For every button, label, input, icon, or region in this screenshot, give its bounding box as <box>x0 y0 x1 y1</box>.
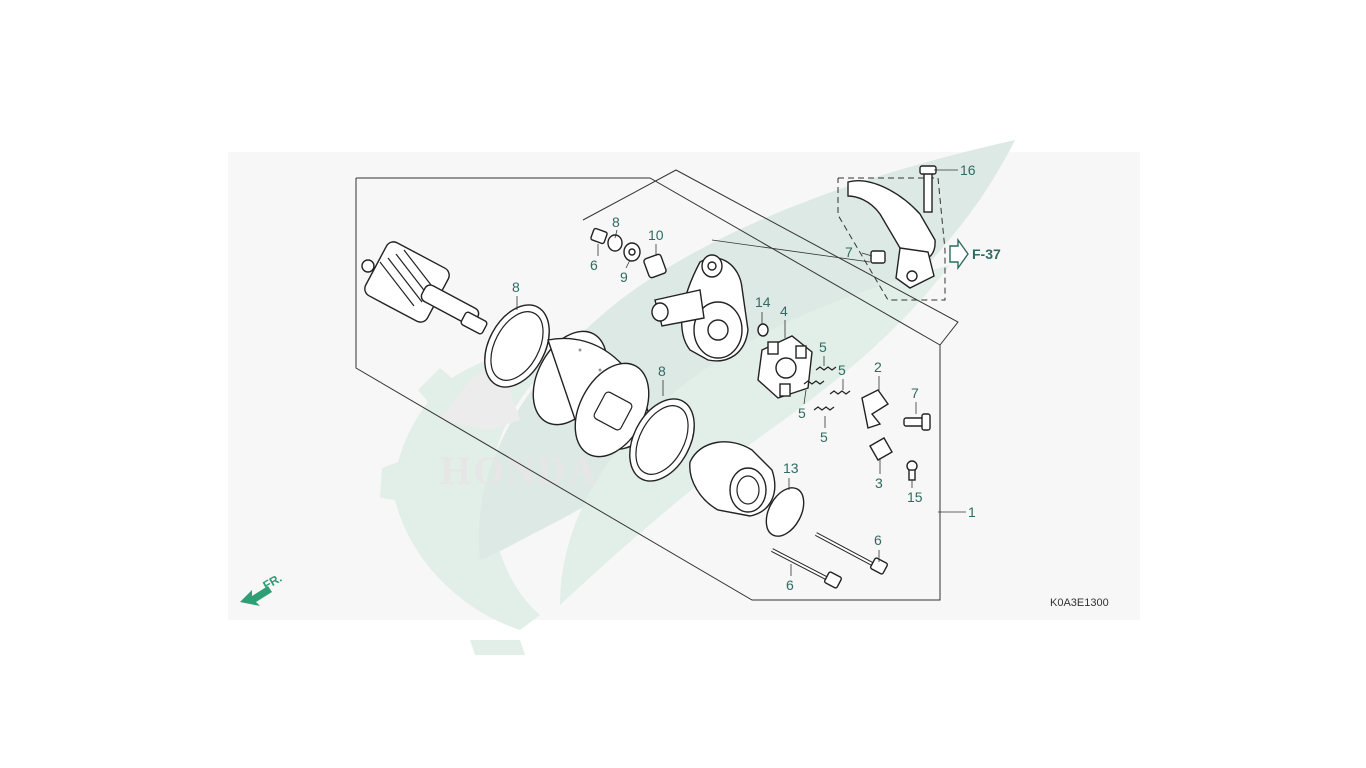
callout-labels: 16 8 10 6 9 7 8 8 14 4 5 5 5 5 <box>512 162 976 593</box>
watermark-text: HONDA <box>440 448 599 493</box>
watermark-gear-logo: HONDA <box>380 140 1015 655</box>
rear-cover <box>689 441 776 517</box>
callout-8-left: 8 <box>512 279 520 295</box>
callout-7: 7 <box>911 385 919 401</box>
callout-9: 9 <box>620 269 628 285</box>
callout-2: 2 <box>874 359 882 375</box>
callout-16: 16 <box>960 162 976 178</box>
callout-5-a: 5 <box>819 339 827 355</box>
armature <box>361 241 488 335</box>
callout-13: 13 <box>783 460 799 476</box>
callout-5-d: 5 <box>820 429 828 445</box>
hollow-arrow-icon <box>949 237 969 271</box>
callout-10: 10 <box>648 227 664 243</box>
callout-14: 14 <box>755 294 771 310</box>
callout-6-right: 6 <box>874 532 882 548</box>
callout-15: 15 <box>907 489 923 505</box>
small-hardware <box>590 227 886 337</box>
long-bolts <box>771 532 888 589</box>
front-cover <box>651 254 749 362</box>
reference-label: F-37 <box>972 246 1001 262</box>
callout-5-c: 5 <box>798 405 806 421</box>
relay-bracket <box>847 165 937 289</box>
callout-3: 3 <box>875 475 883 491</box>
callout-8-right: 8 <box>658 363 666 379</box>
callout-6-left: 6 <box>786 577 794 593</box>
callout-5-b: 5 <box>838 362 846 378</box>
o-ring-right <box>629 398 695 482</box>
springs <box>803 366 851 411</box>
front-direction: FR. <box>240 571 284 606</box>
o-ring-13 <box>765 487 805 537</box>
motor-case <box>532 330 651 458</box>
callout-1: 1 <box>968 504 976 520</box>
callout-11: 8 <box>612 214 620 230</box>
figure-code: K0A3E1300 <box>1050 597 1109 609</box>
assembly-outline <box>355 169 966 601</box>
callout-4: 4 <box>780 303 788 319</box>
o-ring-left <box>484 304 550 388</box>
brushes-and-screws <box>861 389 931 481</box>
callout-12-left: 6 <box>590 257 598 273</box>
callout-12-right: 7 <box>845 244 853 260</box>
front-arrow-icon <box>240 586 272 606</box>
brush-holder <box>757 335 813 399</box>
reference-arrow: F-37 <box>949 237 1001 271</box>
